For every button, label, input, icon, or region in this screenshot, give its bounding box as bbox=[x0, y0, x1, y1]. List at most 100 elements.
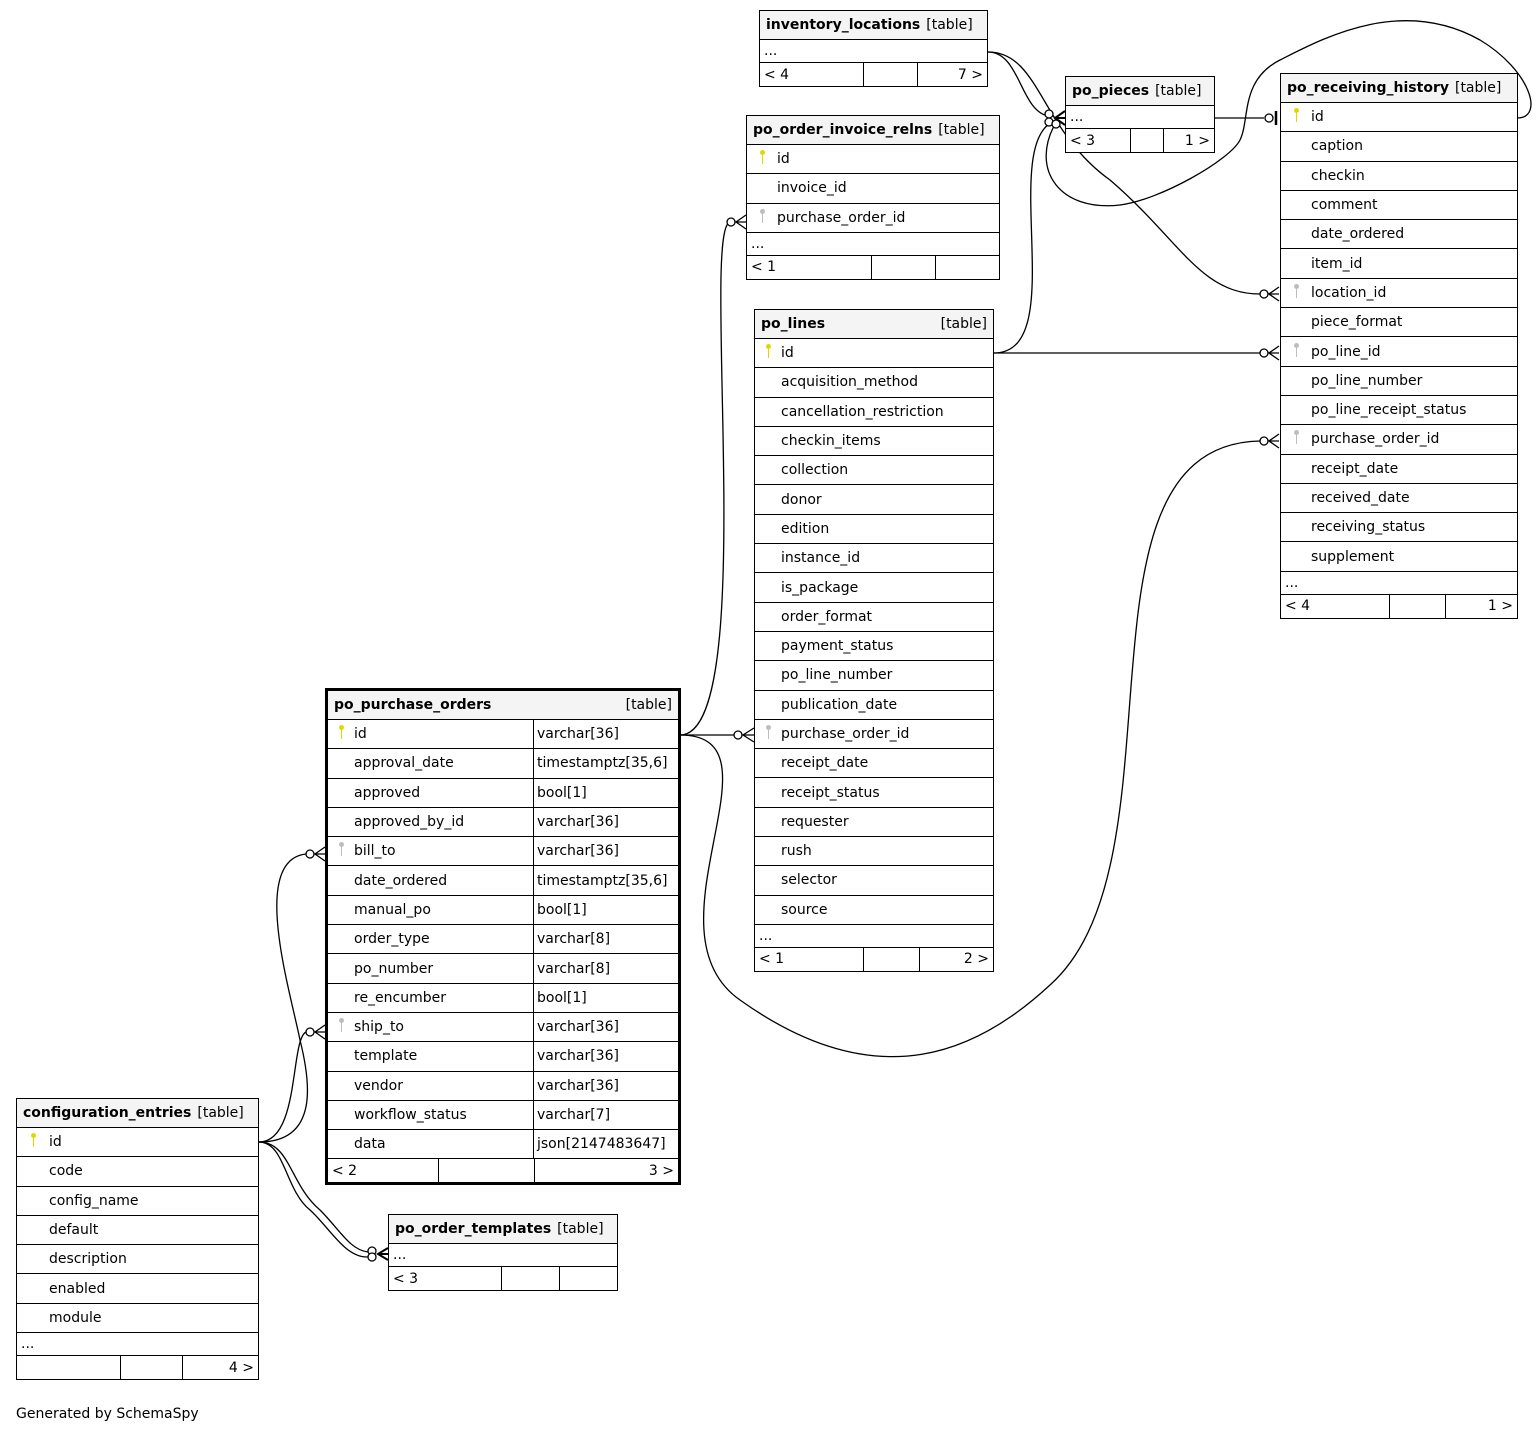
column-row[interactable]: enabled bbox=[17, 1274, 258, 1304]
column-row[interactable]: description bbox=[17, 1245, 258, 1275]
column-row[interactable]: item_id bbox=[1281, 249, 1517, 279]
table-name: po_order_invoice_relns bbox=[753, 122, 933, 138]
column-row[interactable]: purchase_order_id bbox=[755, 720, 993, 750]
column-row[interactable]: order_format bbox=[755, 603, 993, 632]
crowfoot-marker bbox=[734, 214, 747, 230]
column-row[interactable]: po_line_number bbox=[1281, 367, 1517, 396]
column-name: donor bbox=[781, 491, 822, 508]
crowfoot-marker bbox=[376, 1247, 389, 1261]
column-type: varchar[36] bbox=[533, 1012, 678, 1042]
edge-receiving-history-to-inventory-locations bbox=[987, 51, 1261, 295]
column-row[interactable]: checkin bbox=[1281, 162, 1517, 191]
column-name: code bbox=[49, 1163, 83, 1180]
column-name: cancellation_restriction bbox=[781, 403, 944, 420]
column-row[interactable]: receiving_status bbox=[1281, 513, 1517, 543]
column-row[interactable]: piece_format bbox=[1281, 308, 1517, 338]
column-row[interactable]: code bbox=[17, 1157, 258, 1187]
column-row[interactable]: location_id bbox=[1281, 279, 1517, 309]
column-row[interactable]: payment_status bbox=[755, 632, 993, 662]
column-row[interactable]: config_name bbox=[17, 1187, 258, 1216]
column-row[interactable]: supplement bbox=[1281, 542, 1517, 572]
column-row[interactable]: comment bbox=[1281, 191, 1517, 221]
column-row[interactable]: id bbox=[17, 1128, 258, 1158]
table-footer: < 2 3 > bbox=[328, 1159, 678, 1183]
column-row[interactable]: acquisition_method bbox=[755, 368, 993, 398]
column-row[interactable]: received_date bbox=[1281, 484, 1517, 514]
crowfoot-marker bbox=[313, 1024, 326, 1040]
column-row[interactable]: po_line_number bbox=[755, 661, 993, 691]
column-row[interactable]: default bbox=[17, 1216, 258, 1246]
column-row[interactable]: po_line_receipt_status bbox=[1281, 396, 1517, 426]
column-row[interactable]: date_ordered bbox=[1281, 220, 1517, 250]
column-name: receipt_status bbox=[781, 784, 880, 801]
footer-middle bbox=[1131, 129, 1164, 152]
table-po-pieces[interactable]: po_pieces [table] ... < 3 1 > bbox=[1065, 76, 1215, 153]
column-row[interactable]: publication_date bbox=[755, 691, 993, 720]
column-row[interactable]: purchase_order_id bbox=[747, 204, 999, 233]
column-row[interactable]: instance_id bbox=[755, 544, 993, 574]
column-type: timestamptz[35,6] bbox=[533, 749, 678, 778]
parents-count: < 1 bbox=[747, 255, 872, 279]
column-row[interactable]: receipt_status bbox=[755, 778, 993, 808]
column-name: selector bbox=[781, 872, 837, 889]
column-row[interactable]: receipt_date bbox=[755, 749, 993, 779]
parents-count: < 1 bbox=[755, 947, 864, 971]
column-row[interactable]: module bbox=[17, 1304, 258, 1334]
crowfoot-marker bbox=[1267, 433, 1280, 449]
column-row[interactable]: bill_to varchar[36] bbox=[328, 837, 678, 867]
foreign-key-icon bbox=[747, 208, 777, 227]
children-count bbox=[560, 1267, 617, 1290]
column-row[interactable]: rush bbox=[755, 837, 993, 867]
column-row[interactable]: purchase_order_id bbox=[1281, 425, 1517, 455]
parents-count bbox=[17, 1356, 121, 1380]
column-row[interactable]: checkin_items bbox=[755, 427, 993, 457]
crowfoot-marker bbox=[1267, 286, 1280, 302]
table-footer: < 1 2 > bbox=[755, 947, 993, 971]
column-row[interactable]: source bbox=[755, 896, 993, 925]
column-row[interactable]: id bbox=[747, 145, 999, 175]
column-name: po_line_id bbox=[1311, 343, 1381, 360]
column-name: id bbox=[49, 1134, 62, 1151]
column-type: varchar[36] bbox=[533, 837, 678, 866]
column-row[interactable]: po_line_id bbox=[1281, 337, 1517, 367]
column-row[interactable]: collection bbox=[755, 456, 993, 486]
column-row[interactable]: id bbox=[1281, 103, 1517, 133]
column-row[interactable]: invoice_id bbox=[747, 174, 999, 204]
column-row[interactable]: caption bbox=[1281, 132, 1517, 162]
column-row[interactable]: requester bbox=[755, 808, 993, 838]
table-footer: < 4 7 > bbox=[760, 63, 987, 86]
column-name: bill_to bbox=[354, 843, 396, 860]
column-row[interactable]: edition bbox=[755, 515, 993, 545]
column-row[interactable]: donor bbox=[755, 485, 993, 515]
table-name: po_order_templates bbox=[395, 1221, 552, 1237]
column-name: module bbox=[49, 1309, 102, 1326]
column-type: bool[1] bbox=[533, 895, 678, 925]
table-po-order-templates[interactable]: po_order_templates [table] ... < 3 bbox=[388, 1214, 618, 1291]
column-row[interactable]: receipt_date bbox=[1281, 455, 1517, 484]
column-row[interactable]: cancellation_restriction bbox=[755, 398, 993, 427]
column-row[interactable]: is_package bbox=[755, 573, 993, 603]
table-inventory-locations[interactable]: inventory_locations [table] ... < 4 7 > bbox=[759, 10, 988, 87]
column-row[interactable]: id bbox=[755, 339, 993, 369]
column-row[interactable]: selector bbox=[755, 866, 993, 896]
column-type: varchar[36] bbox=[533, 1042, 678, 1071]
